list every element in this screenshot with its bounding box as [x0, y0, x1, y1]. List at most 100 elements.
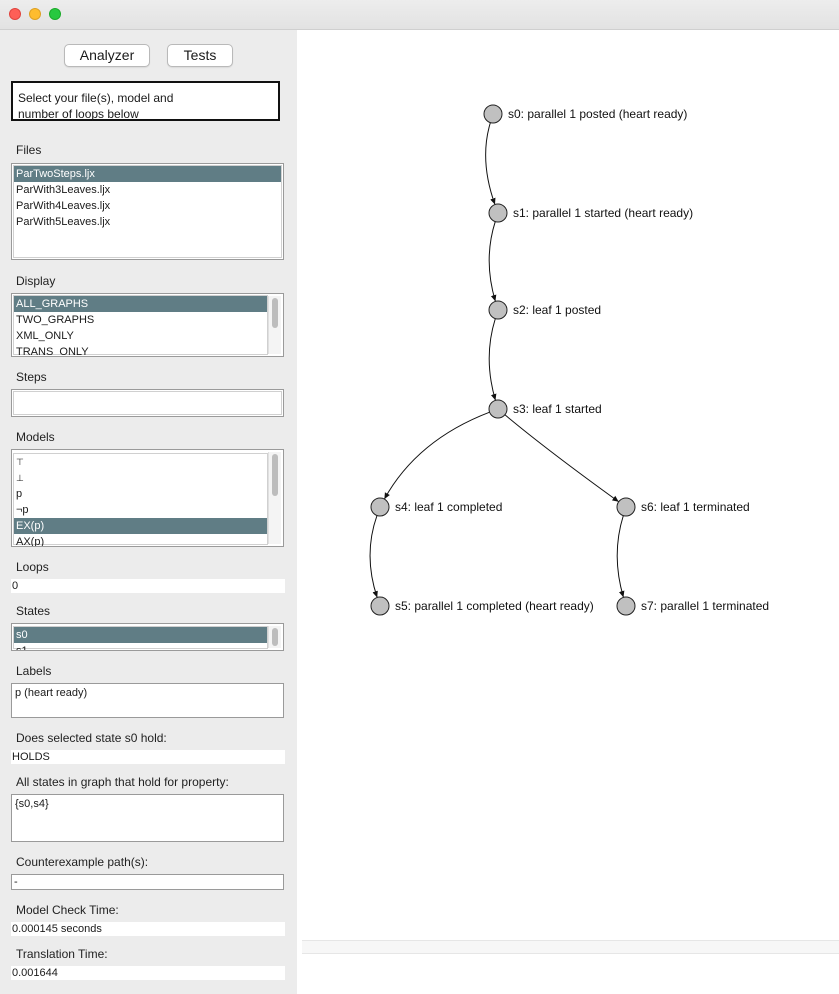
edge-s0-s1 [485, 122, 496, 205]
close-window-button[interactable] [9, 8, 21, 20]
display-item[interactable]: ALL_GRAPHS [14, 296, 267, 312]
model-item[interactable]: p [16, 488, 23, 500]
states-label: States [16, 604, 51, 618]
counterexample-field[interactable]: - [11, 874, 284, 890]
display-list[interactable]: ALL_GRAPHS TWO_GRAPHS XML_ONLY TRANS_ONL… [11, 293, 284, 357]
file-item[interactable]: ParWith5Leaves.ljx [16, 216, 111, 228]
node-circle[interactable] [370, 497, 390, 517]
graph-edges [369, 122, 625, 598]
model-item[interactable]: ¬p [16, 504, 29, 516]
graph-nodes: s0: parallel 1 posted (heart ready) s1: p… [370, 104, 769, 616]
node-circle[interactable] [616, 497, 636, 517]
labels-textarea[interactable]: p (heart ready) [11, 683, 284, 718]
all-states-textarea[interactable]: {s0,s4} [11, 794, 284, 842]
display-scroll-thumb[interactable] [272, 298, 278, 328]
display-list-viewport: ALL_GRAPHS TWO_GRAPHS XML_ONLY TRANS_ONL… [13, 295, 268, 357]
steps-input-inner [13, 391, 282, 415]
display-label: Display [16, 274, 56, 288]
graph-node-s3[interactable]: s3: leaf 1 started [488, 399, 602, 419]
model-item[interactable]: ⊥ [16, 473, 24, 483]
sidebar: Analyzer Tests Select your file(s), mode… [0, 30, 296, 994]
graph-node-s5[interactable]: s5: parallel 1 completed (heart ready) [370, 596, 594, 616]
node-circle[interactable] [488, 399, 508, 419]
zoom-window-button[interactable] [49, 8, 61, 20]
model-item[interactable]: EX(p) [14, 518, 267, 534]
node-label: s5: parallel 1 completed (heart ready) [395, 599, 594, 613]
files-list[interactable]: ParTwoSteps.ljx ParWith3Leaves.ljx ParWi… [11, 163, 284, 260]
translation-time-label: Translation Time: [16, 947, 108, 961]
analyzer-button[interactable]: Analyzer [64, 44, 150, 67]
edge-s3-s6 [504, 414, 619, 503]
files-label: Files [16, 143, 42, 157]
file-item[interactable]: ParTwoSteps.ljx [14, 166, 281, 182]
states-scroll-thumb[interactable] [272, 628, 278, 646]
instruction-line-2: number of loops below [18, 107, 139, 121]
counterexample-label: Counterexample path(s): [16, 855, 149, 869]
loops-value: 0 [11, 579, 285, 593]
states-list[interactable]: s0 s1 [11, 623, 284, 651]
node-label: s3: leaf 1 started [513, 402, 602, 416]
node-circle[interactable] [488, 203, 508, 223]
model-item[interactable]: AX(p) [16, 536, 45, 547]
node-circle[interactable] [488, 300, 508, 320]
node-circle[interactable] [483, 104, 503, 124]
translation-time-value: 0.001644 [11, 966, 285, 980]
models-label: Models [16, 430, 55, 444]
steps-label: Steps [16, 370, 47, 384]
graph-node-s4[interactable]: s4: leaf 1 completed [370, 497, 502, 517]
models-list-viewport: ⊤ ⊥ p ¬p EX(p) AX(p) [13, 453, 268, 547]
edge-s2-s3 [488, 318, 497, 401]
graph-canvas: s0: parallel 1 posted (heart ready) s1: p… [297, 30, 839, 994]
models-scrollbar[interactable] [268, 452, 281, 544]
states-list-viewport: s0 s1 [13, 626, 268, 651]
state-graph: s0: parallel 1 posted (heart ready) s1: p… [369, 104, 769, 616]
graph-node-s2[interactable]: s2: leaf 1 posted [488, 300, 601, 320]
graph-node-s1[interactable]: s1: parallel 1 started (heart ready) [488, 203, 693, 223]
tests-button[interactable]: Tests [167, 44, 233, 67]
display-item[interactable]: XML_ONLY [16, 330, 74, 342]
labels-label: Labels [16, 664, 52, 678]
node-label: s1: parallel 1 started (heart ready) [513, 206, 693, 220]
labels-value: p (heart ready) [15, 687, 88, 699]
all-states-value: {s0,s4} [15, 798, 49, 810]
node-label: s2: leaf 1 posted [513, 303, 601, 317]
status-bar [302, 940, 839, 954]
file-item[interactable]: ParWith3Leaves.ljx [16, 184, 111, 196]
model-check-time-label: Model Check Time: [16, 903, 119, 917]
graph-node-s0[interactable]: s0: parallel 1 posted (heart ready) [483, 104, 687, 124]
display-scrollbar[interactable] [268, 296, 281, 354]
display-item[interactable]: TWO_GRAPHS [16, 314, 95, 326]
node-circle[interactable] [616, 596, 636, 616]
models-list[interactable]: ⊤ ⊥ p ¬p EX(p) AX(p) [11, 449, 284, 547]
all-states-label: All states in graph that hold for proper… [16, 775, 229, 789]
counterexample-value: - [14, 876, 18, 888]
node-circle[interactable] [370, 596, 390, 616]
models-scroll-thumb[interactable] [272, 454, 278, 496]
steps-input[interactable] [11, 389, 284, 417]
node-label: s7: parallel 1 terminated [641, 599, 769, 613]
model-check-time-value: 0.000145 seconds [11, 922, 285, 936]
window-titlebar [0, 0, 839, 30]
edge-s6-s7 [616, 515, 625, 598]
edge-s3-s4 [383, 411, 490, 500]
states-scrollbar[interactable] [268, 626, 281, 648]
node-label: s4: leaf 1 completed [395, 500, 502, 514]
graph-node-s6[interactable]: s6: leaf 1 terminated [616, 497, 750, 517]
holds-label: Does selected state s0 hold: [16, 731, 167, 745]
state-item[interactable]: s0 [14, 627, 267, 643]
state-item[interactable]: s1 [16, 645, 28, 651]
instruction-message: Select your file(s), model and number of… [11, 81, 280, 121]
node-label: s0: parallel 1 posted (heart ready) [508, 107, 687, 121]
instruction-line-1: Select your file(s), model and [18, 91, 174, 105]
model-item[interactable]: ⊤ [16, 457, 24, 467]
edge-s4-s5 [369, 515, 378, 598]
node-label: s6: leaf 1 terminated [641, 500, 750, 514]
minimize-window-button[interactable] [29, 8, 41, 20]
edge-s1-s2 [488, 221, 497, 302]
graph-node-s7[interactable]: s7: parallel 1 terminated [616, 596, 769, 616]
files-list-viewport: ParTwoSteps.ljx ParWith3Leaves.ljx ParWi… [13, 165, 282, 258]
loops-label: Loops [16, 560, 49, 574]
display-item[interactable]: TRANS_ONLY [16, 346, 89, 357]
file-item[interactable]: ParWith4Leaves.ljx [16, 200, 111, 212]
holds-value: HOLDS [11, 750, 285, 764]
